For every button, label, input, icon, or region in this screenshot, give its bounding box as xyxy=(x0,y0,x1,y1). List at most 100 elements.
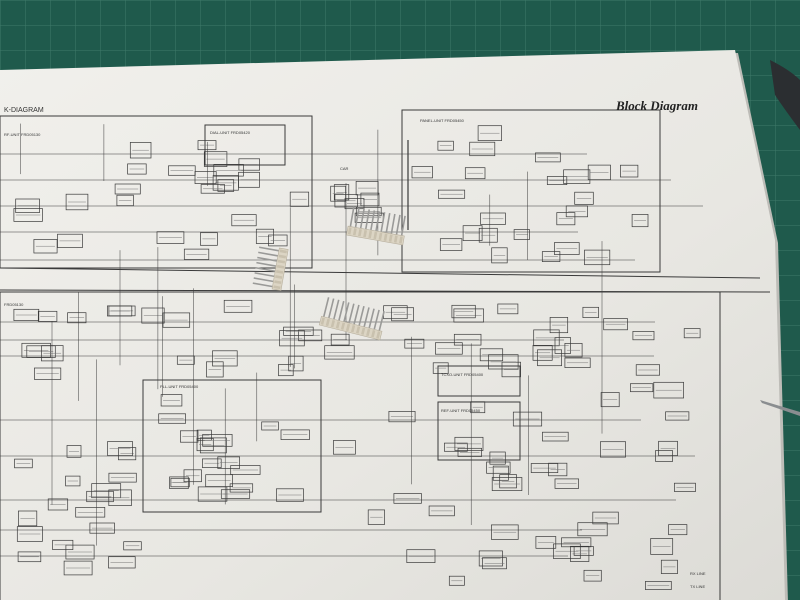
schematic-block xyxy=(26,345,56,358)
unit-label-ref: REF-UNIT FRD05450 xyxy=(441,408,481,413)
schematic-block xyxy=(202,458,222,468)
schematic-block xyxy=(129,142,152,159)
connector-slot xyxy=(358,229,362,237)
schematic-block xyxy=(16,526,43,542)
schematic-block xyxy=(108,472,137,483)
schematic-block xyxy=(33,239,58,254)
connector-slot xyxy=(278,254,287,259)
schematic-block xyxy=(330,333,350,346)
schematic-block xyxy=(37,310,58,322)
connector-pin xyxy=(363,209,371,236)
schematic-block xyxy=(491,524,519,540)
schematic-block xyxy=(217,456,240,469)
schematic-block xyxy=(454,436,484,451)
schematic-block xyxy=(65,193,89,211)
connector-pin xyxy=(369,210,376,237)
schematic-block xyxy=(89,522,115,534)
connector-pin xyxy=(257,256,284,263)
schematic-block xyxy=(630,383,654,393)
schematic-block xyxy=(650,538,674,555)
connector-pin xyxy=(331,299,340,326)
connector-slot xyxy=(275,270,284,274)
schematic-block xyxy=(141,307,165,324)
connector-slot xyxy=(320,317,325,325)
schematic-block xyxy=(108,489,132,506)
connector-slot xyxy=(368,230,373,239)
connector-slot xyxy=(361,327,366,335)
connector-slot xyxy=(277,259,286,264)
schematic-block xyxy=(549,317,569,334)
connector-slot xyxy=(345,323,351,332)
connector-pin xyxy=(346,303,355,330)
schematic-block xyxy=(63,560,93,576)
schematic-block xyxy=(162,312,191,328)
connector-pin xyxy=(389,213,396,240)
schematic-block xyxy=(276,488,304,502)
schematic-block xyxy=(170,477,190,488)
schematic-block xyxy=(600,441,626,458)
schematic-block xyxy=(199,437,227,454)
schematic-blocks xyxy=(13,125,701,590)
connector-slot xyxy=(376,331,381,339)
connector-slot xyxy=(276,264,285,269)
schematic-block xyxy=(432,362,449,374)
schematic-block xyxy=(404,338,425,349)
schematic-block xyxy=(561,537,592,548)
connector-slot xyxy=(371,330,376,338)
schematic-block xyxy=(158,413,186,424)
dark-object-top-right xyxy=(770,60,800,130)
schematic-block xyxy=(462,225,483,241)
connector-pin xyxy=(351,304,360,331)
schematic-block xyxy=(478,227,498,243)
bus-line xyxy=(0,289,771,293)
schematic-block xyxy=(86,490,114,503)
connector-pin xyxy=(336,300,345,327)
schematic-block xyxy=(439,238,463,251)
schematic-block xyxy=(488,354,519,370)
unit-label-dial: DIAL-UNIT FRD05420 xyxy=(210,130,251,135)
schematic-block xyxy=(645,581,672,590)
connector-slot xyxy=(352,228,357,236)
connector-pin xyxy=(254,272,281,279)
schematic-block xyxy=(583,569,602,582)
schematic-block xyxy=(499,474,517,489)
schematic-block xyxy=(603,318,628,331)
schematic-block xyxy=(65,475,81,487)
schematic-block xyxy=(196,429,212,441)
diagram-title: Block Diagram xyxy=(615,98,698,113)
header-fragment: K-DIAGRAM xyxy=(4,107,44,114)
connector-slot xyxy=(393,235,398,243)
connector-slot xyxy=(363,229,367,238)
schematic-block xyxy=(438,189,466,199)
connector-slot xyxy=(383,233,388,241)
connector-pin xyxy=(366,308,375,335)
schematic-block xyxy=(658,440,678,456)
schematic-block xyxy=(532,345,553,361)
schematic-block xyxy=(411,166,433,179)
connector-slot xyxy=(325,318,330,327)
pin-header-top xyxy=(346,206,406,246)
schematic-block xyxy=(548,462,568,477)
schematic-block xyxy=(169,476,189,489)
schematic-block xyxy=(324,345,355,360)
connector-slot xyxy=(275,275,283,279)
schematic-block xyxy=(668,524,688,536)
schematic-block xyxy=(489,451,506,465)
connector-slot xyxy=(366,328,371,337)
schematic-block xyxy=(563,169,591,184)
schematic-block xyxy=(18,510,38,527)
schematic-block xyxy=(180,430,199,443)
unit-label-tcxo: TCXO-UNIT FRD05400 xyxy=(441,372,484,377)
connector-pin xyxy=(258,246,285,253)
schematic-block xyxy=(620,164,639,178)
schematic-block xyxy=(497,303,519,315)
schematic-block xyxy=(114,183,141,195)
unit-label-rf2: FRD05130 xyxy=(4,302,24,307)
schematic-block xyxy=(491,477,523,491)
schematic-block xyxy=(13,308,40,321)
schematic-block xyxy=(203,151,228,167)
schematic-block xyxy=(333,184,350,201)
pin-header-connectors xyxy=(252,206,406,341)
schematic-block xyxy=(278,364,294,377)
